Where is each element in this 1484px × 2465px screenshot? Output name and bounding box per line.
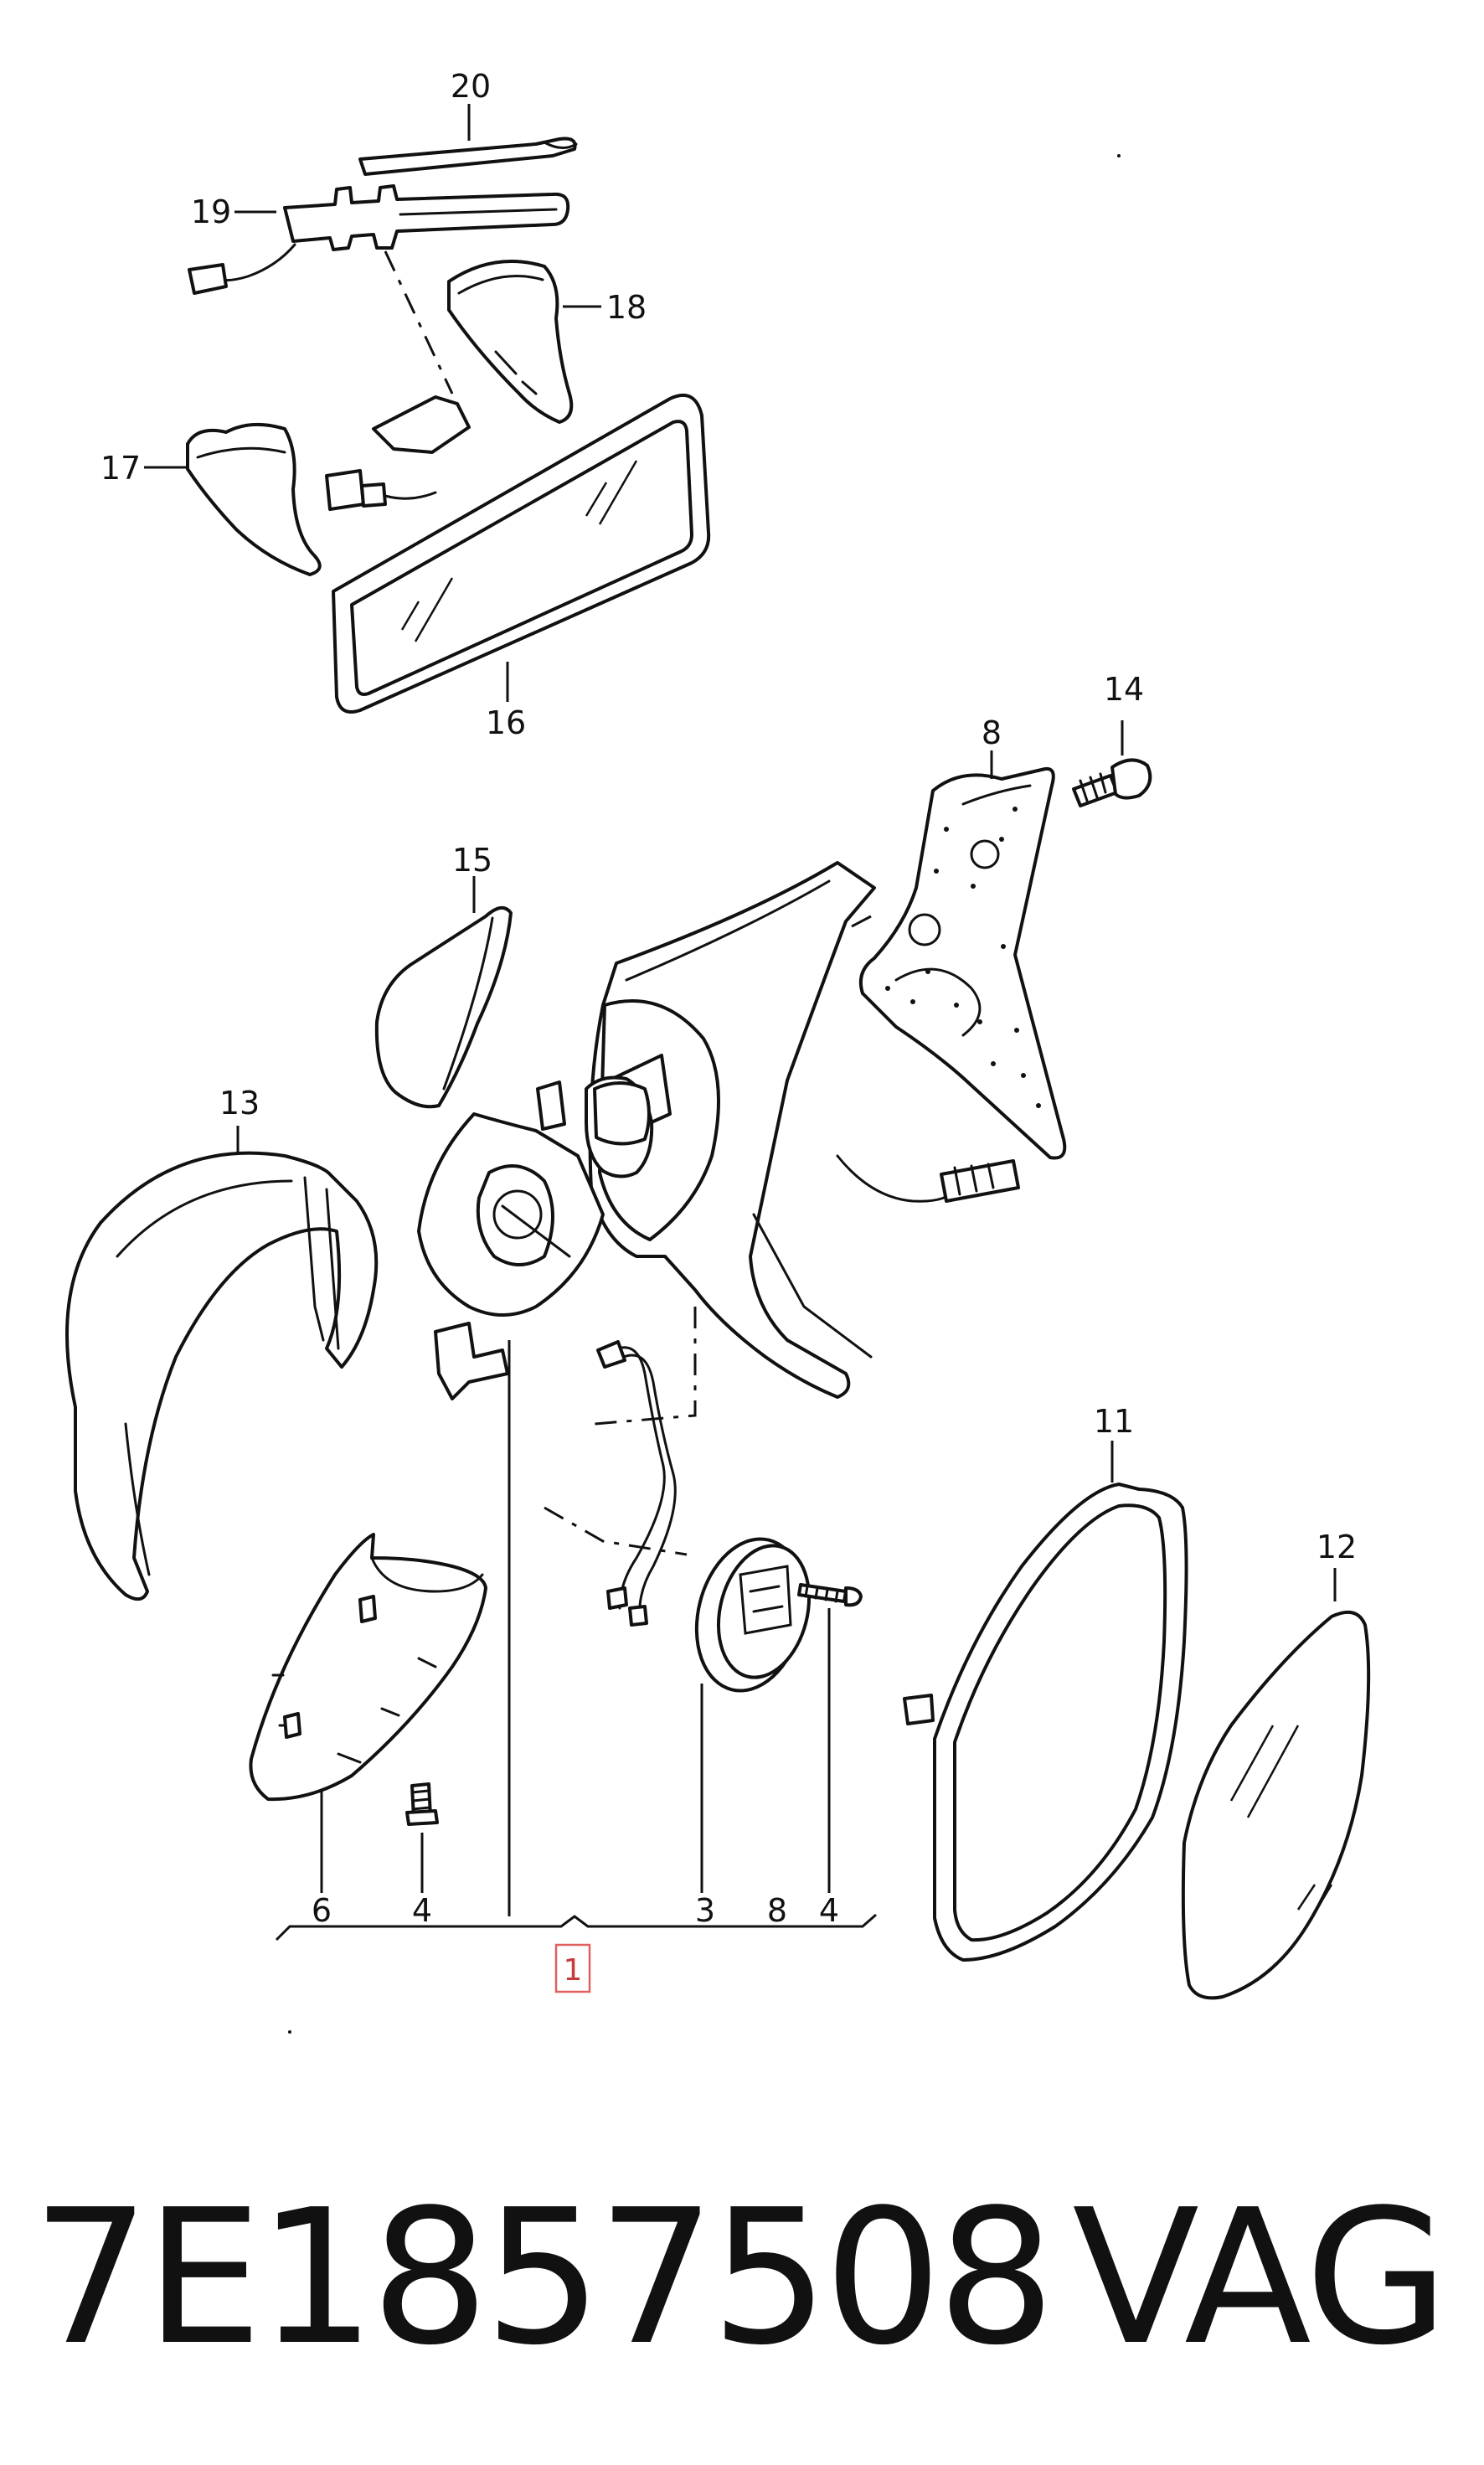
part-14-bolt	[1072, 758, 1152, 807]
callout-14: 14	[1104, 671, 1144, 708]
part-18-housing-half	[447, 260, 574, 424]
callout-13: 13	[219, 1085, 260, 1122]
part-6-cover-cap	[249, 1533, 487, 1802]
scan-speck	[288, 2030, 291, 2034]
callout-17: 17	[100, 450, 141, 487]
callout-20: 20	[451, 68, 491, 105]
callout-19: 19	[191, 193, 231, 230]
part-4-screw-left	[405, 1782, 439, 1826]
scan-speck	[1117, 154, 1121, 157]
callout-6: 6	[312, 1892, 332, 1929]
callout-8-top: 8	[982, 714, 1002, 751]
part-15-cap	[374, 906, 513, 1109]
foam-texture	[885, 807, 1041, 1108]
part-4-screw-right	[797, 1583, 863, 1607]
parts-diagram: 20 19 18 17 16 14 8 15 13 11 12 6 4 3 8 …	[65, 68, 1371, 2034]
adjustment-motor-housing	[417, 1080, 651, 1400]
part-19-sensor-bracket	[188, 184, 570, 295]
callout-15: 15	[452, 842, 492, 879]
callout-16: 16	[486, 704, 526, 741]
callout-1-box	[554, 1943, 591, 1993]
harness-connector	[940, 1159, 1020, 1203]
callout-1: 1	[564, 1953, 583, 1988]
part-3-adjustment-motor	[694, 1537, 812, 1693]
part-12-mirror-glass	[1181, 1610, 1371, 2000]
part-8-mounting-plate	[858, 766, 1067, 1160]
assembly-brace	[275, 1913, 877, 1942]
part-number: 7E1857508	[32, 2170, 1055, 2386]
callout-4-left: 4	[412, 1892, 432, 1929]
part-13-mirror-cover	[65, 1151, 379, 1601]
callout-12: 12	[1317, 1529, 1357, 1565]
callout-18: 18	[606, 289, 647, 326]
part-20-trim-strip	[358, 137, 578, 176]
callout-8-bottom: 8	[767, 1892, 787, 1929]
wiring-harness	[596, 1340, 677, 1627]
callout-3: 3	[695, 1892, 715, 1929]
part-11-mirror-glass-frame	[903, 1483, 1188, 1962]
part-16-interior-mirror	[332, 394, 711, 714]
part-17-housing-half	[186, 395, 471, 576]
callout-11: 11	[1094, 1403, 1134, 1440]
mirror-base-housing	[585, 861, 876, 1399]
brand-label: VAG	[1072, 2170, 1449, 2386]
callout-4-right: 4	[819, 1892, 839, 1929]
